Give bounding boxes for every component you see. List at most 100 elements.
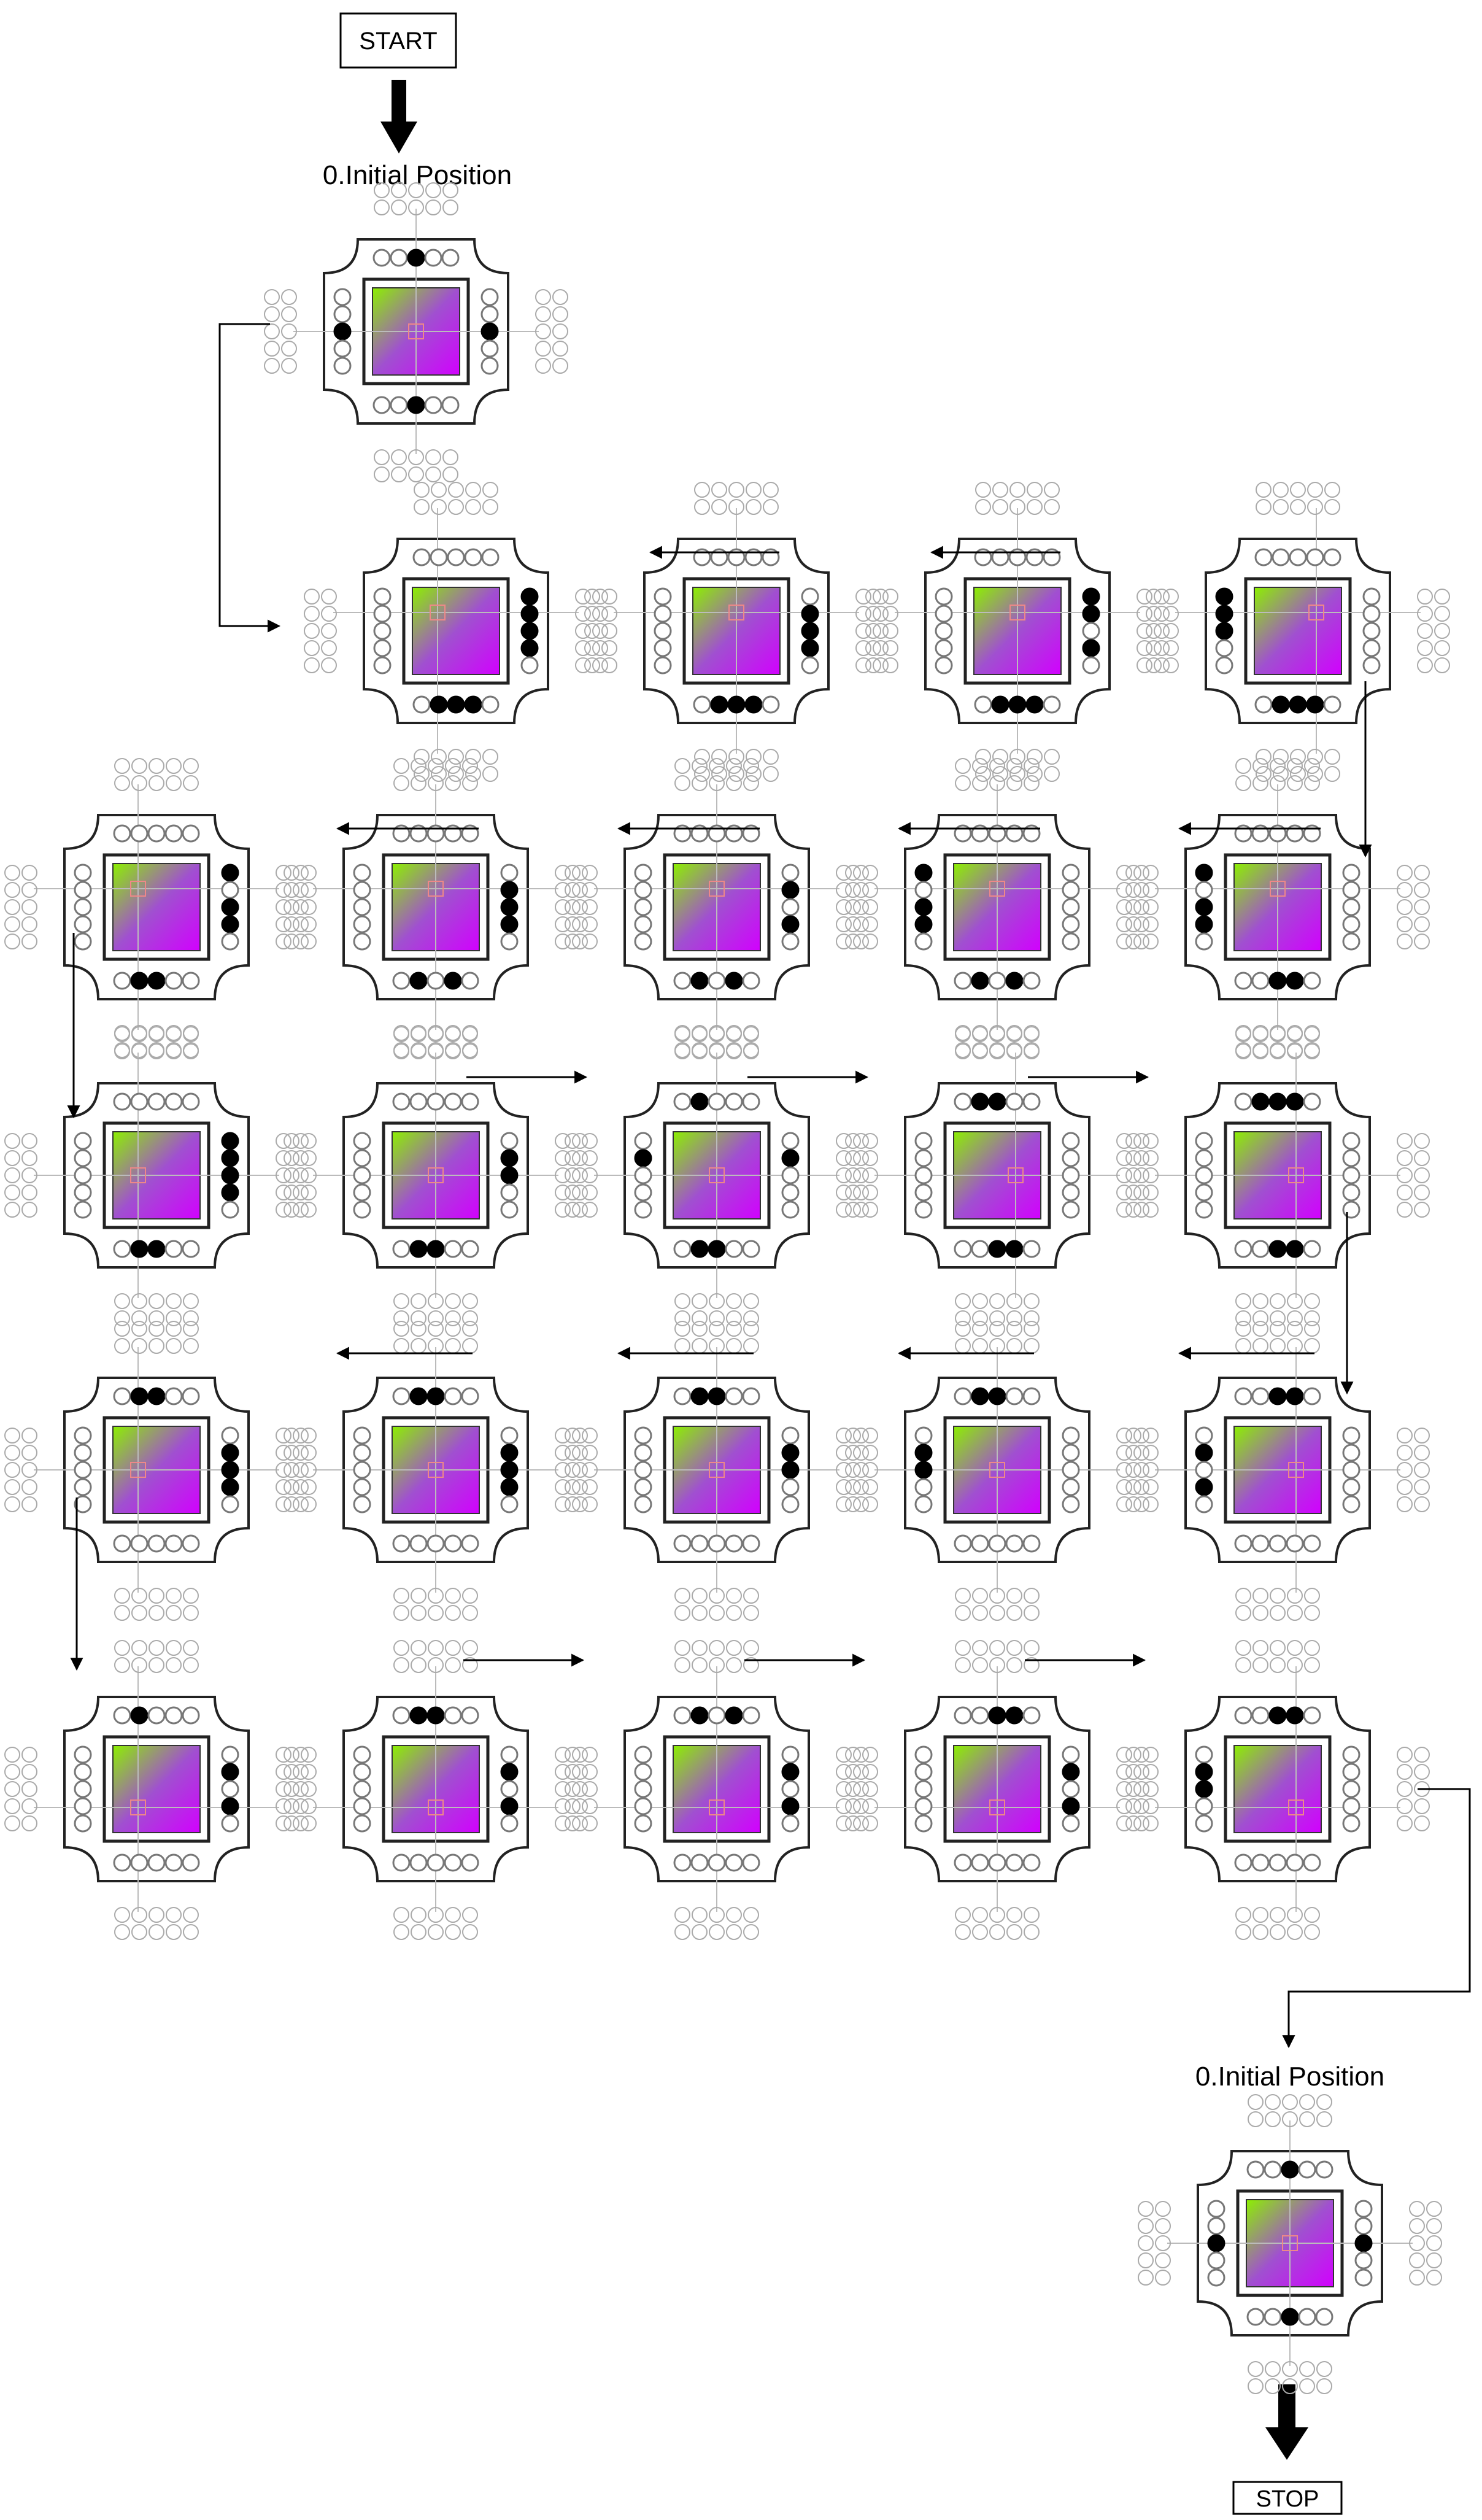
pad-bottom [409,1534,428,1553]
pad-left [914,1183,933,1202]
hole-grid-top [462,1043,478,1059]
hole-grid-top [1287,1043,1303,1059]
hole-grid-bottom [1287,1293,1303,1309]
pad-bottom [409,1853,428,1872]
hole-grid-bottom [1024,1310,1040,1326]
hole-grid-left [301,1798,317,1814]
hole-grid-right [572,865,588,881]
hole-grid-left [582,1428,598,1444]
hole-grid-left [1125,1133,1141,1149]
hole-grid-left [845,1496,861,1512]
solder-ball-icon [500,1763,519,1781]
pad-bottom [182,1853,200,1872]
hole-grid-right [836,1496,852,1512]
pad-left [74,864,92,882]
hole-grid-left [4,1479,20,1495]
hole-grid-top [726,1338,742,1354]
hole-grid-right [1397,899,1413,915]
hole-grid-right [555,1764,571,1780]
pad-bottom [130,1853,149,1872]
pad-right [1354,2268,1373,2287]
hole-grid-top [445,1657,461,1673]
hole-grid-right [276,1133,291,1149]
hole-grid-left [4,1798,20,1814]
hole-grid-left [264,341,280,357]
hole-grid-right [1417,640,1433,656]
pad-bottom [1251,1534,1270,1553]
hole-grid-bottom [1304,1907,1320,1923]
hole-grid-bottom [726,1293,742,1309]
hole-grid-top [445,1043,461,1059]
board-unit-3 [865,482,1170,782]
hole-grid-right [853,1445,869,1461]
hole-grid-bottom [1009,749,1025,765]
hole-grid-left [301,1496,317,1512]
hole-grid-bottom [955,1588,971,1604]
hole-grid-top [183,1338,199,1354]
pad-top [426,1092,445,1111]
pad-left [74,1814,92,1833]
hole-grid-right [1414,1150,1430,1166]
solder-ball-icon [444,972,462,990]
pad-bottom [461,1534,479,1553]
hole-grid-bottom [408,466,424,482]
hole-grid-right [1154,606,1170,622]
hole-grid-left [565,1150,581,1166]
hole-grid-right [1116,916,1132,932]
pad-right [500,932,519,951]
hole-grid-right [1116,1496,1132,1512]
hole-grid-bottom [674,1907,690,1923]
hole-grid-right [293,1202,309,1218]
hole-grid-top [149,1043,164,1059]
hole-grid-right [552,341,568,357]
solder-ball-icon [1281,2308,1299,2326]
hole-grid-top [955,1338,971,1354]
pad-left [353,1763,371,1781]
hole-grid-top [743,1043,759,1059]
hole-grid-bottom [1282,2361,1298,2377]
hole-grid-left [21,882,37,898]
pad-right [1062,1478,1080,1496]
pad-top [1323,548,1341,566]
pad-top [182,1092,200,1111]
chip-icon [1254,587,1342,675]
hole-grid-bottom [955,1907,971,1923]
hole-grid-bottom [131,1924,147,1940]
pad-right [801,656,819,674]
hole-grid-left [4,1445,20,1461]
solder-ball-icon [690,972,709,990]
hole-grid-bottom [1024,1907,1040,1923]
pad-left [74,1495,92,1513]
pad-top [390,249,408,267]
hole-grid-top [1270,1657,1286,1673]
hole-grid-right [552,323,568,339]
board-unit-5 [4,758,309,1058]
solder-ball-icon [801,605,819,623]
hole-grid-right [853,1764,869,1780]
pad-left [914,1200,933,1219]
hole-grid-top [1024,1338,1040,1354]
pad-right [781,1200,800,1219]
hole-grid-bottom [448,766,464,782]
target-marker [1009,605,1025,620]
hole-grid-bottom [726,1042,742,1058]
hole-grid-left [4,1202,20,1218]
hole-grid-right [535,289,551,305]
hole-grid-top [972,1338,988,1354]
hole-grid-right [1133,1150,1149,1166]
hole-grid-bottom [1287,1310,1303,1326]
hole-grid-bottom [431,766,447,782]
pad-top [164,1092,183,1111]
pad-right [781,1780,800,1798]
solder-ball-icon [500,1149,519,1167]
hole-grid-left [301,1167,317,1183]
chip-icon [412,587,500,675]
solder-ball-icon [1062,1797,1080,1815]
hole-grid-left [1138,2235,1154,2251]
hole-grid-right [1414,1496,1430,1512]
hole-grid-top [149,1640,164,1656]
hole-grid-bottom [674,1042,690,1058]
hole-grid-right [853,1815,869,1831]
hole-grid-left [21,865,37,881]
hole-grid-left [582,1764,598,1780]
